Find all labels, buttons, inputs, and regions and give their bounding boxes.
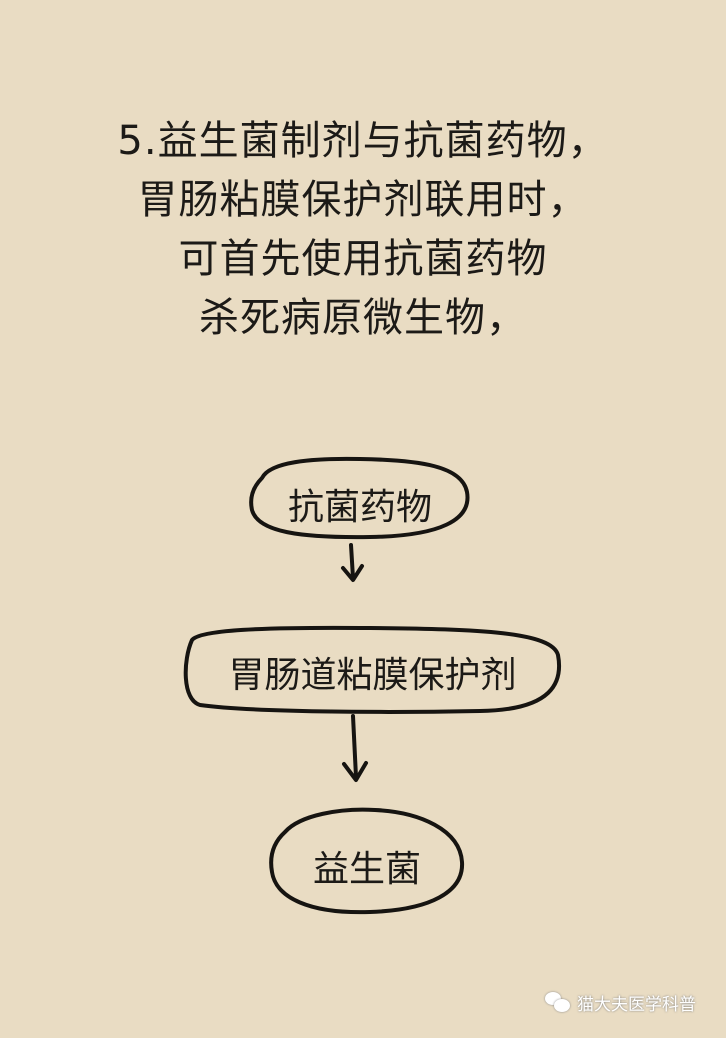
heading-line: 胃肠粘膜保护剂联用时， (137, 177, 589, 223)
arrow-1 (341, 543, 364, 582)
node-outline-2 (183, 625, 562, 714)
flow-node-probiotics: 益生菌 (312, 849, 421, 890)
watermark-text: 猫大夫医学科普 (577, 995, 696, 1015)
wechat-icon (545, 991, 571, 1014)
flow-node-antibiotics: 抗菌药物 (287, 487, 432, 528)
heading-line: 杀死病原微生物， (199, 295, 527, 341)
heading: 5.益生菌制剂与抗菌药物， 胃肠粘膜保护剂联用时， 可首先使用抗菌药物 杀死病原… (0, 112, 726, 348)
node-outline-1 (249, 456, 470, 540)
heading-line: 5.益生菌制剂与抗菌药物， (117, 118, 609, 164)
node-outline-3 (269, 807, 465, 915)
arrow-2 (342, 714, 368, 782)
watermark: 猫大夫医学科普 (545, 990, 696, 1015)
heading-line: 可首先使用抗菌药物 (178, 236, 548, 282)
flow-node-mucosal-protectant: 胃肠道粘膜保护剂 (228, 655, 517, 696)
